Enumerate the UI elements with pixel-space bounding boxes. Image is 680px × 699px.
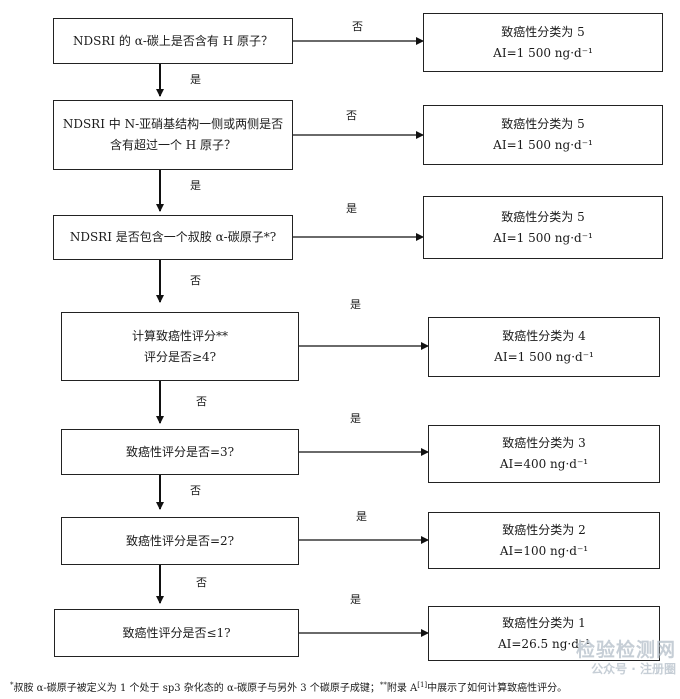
result-1-category: 致癌性分类为 5 [501, 24, 585, 39]
footnote-mark-1: * [10, 681, 14, 689]
footnote-mark-2: ** [379, 681, 387, 689]
decision-4-line-2: 评分是否≥4? [143, 349, 217, 364]
result-box-3: 致癌性分类为 5 AI=1 500 ng·d⁻¹ [423, 196, 663, 259]
decision-box-1: NDSRI 的 α-碳上是否含有 H 原子？ [53, 18, 293, 64]
decision-box-6: 致癌性评分是否=2? [61, 517, 299, 565]
decision-2-line-1: NDSRI 中 N-亚硝基结构一侧或两侧是否 [62, 117, 284, 131]
watermark: 检验检测网 公众号 · 注册圈 [572, 640, 676, 677]
side-label-6: 是 [356, 510, 367, 523]
down-label-5: 否 [190, 484, 201, 497]
decision-2-line-2: 含有超过一个 H 原子？ [109, 138, 237, 152]
decision-1-line-1: NDSRI 的 α-碳上是否含有 H 原子？ [73, 33, 273, 48]
side-label-1: 否 [352, 20, 363, 33]
result-5-category: 致癌性分类为 3 [502, 436, 586, 450]
side-label-2: 否 [346, 109, 357, 122]
result-3-category: 致癌性分类为 5 [501, 209, 585, 224]
result-box-5: 致癌性分类为 3 AI=400 ng·d⁻¹ [428, 425, 660, 483]
result-2-category: 致癌性分类为 5 [501, 117, 585, 131]
footnote-text-2b: 中展示了如何计算致癌性评分。 [427, 683, 568, 694]
result-7-category: 致癌性分类为 1 [502, 615, 586, 630]
decision-box-3: NDSRI 是否包含一个叔胺 α-碳原子*? [53, 215, 293, 260]
result-4-category: 致癌性分类为 4 [502, 329, 586, 343]
result-3-ai: AI=1 500 ng·d⁻¹ [493, 230, 593, 245]
down-label-4: 否 [196, 395, 207, 408]
decision-6-line-1: 致癌性评分是否=2? [125, 533, 235, 548]
side-label-4: 是 [350, 298, 361, 311]
result-box-6: 致癌性分类为 2 AI=100 ng·d⁻¹ [428, 512, 660, 569]
result-1-ai: AI=1 500 ng·d⁻¹ [493, 45, 593, 60]
decision-4-line-1: 计算致癌性评分** [131, 328, 228, 343]
decision-box-2: NDSRI 中 N-亚硝基结构一侧或两侧是否 含有超过一个 H 原子？ [53, 100, 293, 170]
decision-box-5: 致癌性评分是否=3? [61, 429, 299, 475]
decision-box-4: 计算致癌性评分** 评分是否≥4? [61, 312, 299, 381]
down-label-3: 否 [190, 274, 201, 287]
side-label-5: 是 [350, 412, 361, 425]
watermark-line-2: 公众号 · 注册圈 [591, 662, 676, 676]
decision-box-7: 致癌性评分是否≤1? [54, 609, 299, 657]
result-box-7: 致癌性分类为 1 AI=26.5 ng·d⁻¹ [428, 606, 660, 661]
down-label-2: 是 [190, 179, 201, 192]
decision-3-line-1: NDSRI 是否包含一个叔胺 α-碳原子*? [69, 230, 277, 244]
result-box-2: 致癌性分类为 5 AI=1 500 ng·d⁻¹ [423, 105, 663, 165]
result-5-ai: AI=400 ng·d⁻¹ [499, 457, 589, 471]
footnote: *叔胺 α-碳原子被定义为 1 个处于 sp3 杂化态的 α-碳原子与另外 3 … [10, 679, 675, 695]
result-box-4: 致癌性分类为 4 AI=1 500 ng·d⁻¹ [428, 317, 660, 377]
result-box-1: 致癌性分类为 5 AI=1 500 ng·d⁻¹ [423, 13, 663, 72]
footnote-ref: [1] [417, 681, 428, 689]
decision-7-line-1: 致癌性评分是否≤1? [122, 625, 231, 640]
footnote-text-2a: 附录 A [386, 683, 418, 694]
down-label-1: 是 [190, 73, 201, 86]
decision-5-line-1: 致癌性评分是否=3? [125, 444, 235, 459]
side-label-3: 是 [346, 202, 357, 215]
result-4-ai: AI=1 500 ng·d⁻¹ [494, 350, 594, 364]
result-6-ai: AI=100 ng·d⁻¹ [499, 543, 589, 558]
footnote-text-1: 叔胺 α-碳原子被定义为 1 个处于 sp3 杂化态的 α-碳原子与另外 3 个… [13, 683, 380, 694]
watermark-line-1: 检验检测网 [575, 639, 676, 661]
result-2-ai: AI=1 500 ng·d⁻¹ [493, 138, 593, 152]
side-label-7: 是 [350, 593, 361, 606]
down-label-6: 否 [196, 576, 207, 589]
result-6-category: 致癌性分类为 2 [502, 522, 586, 537]
result-7-ai: AI=26.5 ng·d⁻¹ [497, 636, 591, 651]
